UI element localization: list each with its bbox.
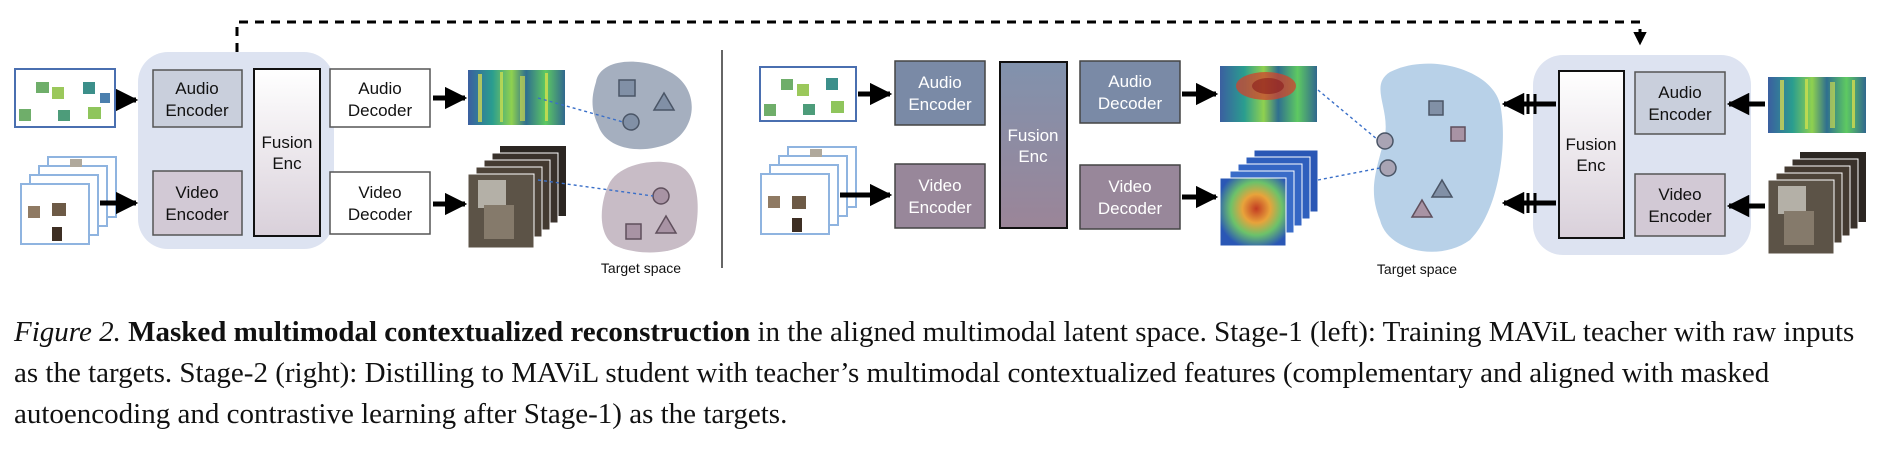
stage2-video-encoder-line1: Video: [918, 176, 961, 195]
teacher-output-arrows: [1501, 92, 1556, 215]
stage2-video-encoder: Video Encoder: [894, 163, 986, 229]
teacher-fusion-encoder: Fusion Enc: [1558, 70, 1625, 239]
stage2-video-encoder-line2: Encoder: [908, 198, 972, 217]
stage2-masked-video-input: [760, 146, 857, 235]
caption-bold: Masked multimodal contextualized reconst…: [128, 316, 751, 348]
stage1-reconstructed-video: [467, 146, 566, 249]
stage1-fusion-line1: Fusion: [261, 133, 312, 152]
stage2-predicted-video-features: [1219, 149, 1319, 247]
stage2-target-space-label: Target space: [1377, 261, 1457, 277]
stage1-audio-decoder-line2: Decoder: [348, 101, 413, 120]
teacher-raw-video: [1767, 152, 1866, 255]
stage2-audio-decoder-line2: Decoder: [1098, 94, 1163, 113]
stage1-audio-encoder-line1: Audio: [175, 79, 218, 98]
stage1-video-decoder-line2: Decoder: [348, 205, 413, 224]
stage1-target-space-video: [601, 161, 698, 253]
alignment-link: [1317, 167, 1381, 181]
stage1-masked-audio-input: [14, 68, 116, 128]
stage2-fusion-encoder: Fusion Enc: [999, 61, 1068, 229]
stage1-masked-video-input: [20, 156, 117, 245]
teacher-raw-spectrogram: [1768, 77, 1866, 133]
stage2-masked-audio-input: [759, 66, 857, 122]
stage2-video-decoder-line1: Video: [1108, 177, 1151, 196]
stage1-video-decoder: Video Decoder: [329, 171, 431, 235]
stage1-fusion-line2: Enc: [272, 154, 302, 173]
caption-label: Figure 2.: [14, 316, 121, 348]
teacher-to-student-dashed-arrow: [235, 20, 1647, 52]
stage2-audio-decoder: Audio Decoder: [1079, 60, 1181, 124]
stage2-audio-decoder-line1: Audio: [1108, 72, 1151, 91]
stage2-video-decoder: Video Decoder: [1079, 164, 1181, 230]
stage2-video-decoder-line2: Decoder: [1098, 199, 1163, 218]
teacher-fusion-line2: Enc: [1576, 156, 1606, 175]
alignment-link: [537, 179, 654, 197]
stage1-audio-decoder-line1: Audio: [358, 79, 401, 98]
stage1-video-encoder: Video Encoder: [152, 170, 243, 236]
stage1-audio-decoder: Audio Decoder: [329, 68, 431, 128]
teacher-audio-encoder: Audio Encoder: [1634, 71, 1726, 135]
stage2-fusion-line1: Fusion: [1007, 126, 1058, 145]
teacher-audio-encoder-line2: Encoder: [1648, 105, 1712, 124]
alignment-link: [1317, 89, 1379, 141]
figure-caption: Figure 2. Masked multimodal contextualiz…: [14, 312, 1864, 435]
caption-text: in the aligned multimodal latent space. …: [14, 316, 1855, 430]
alignment-link: [537, 97, 624, 123]
teacher-video-encoder-line1: Video: [1658, 185, 1701, 204]
stage1-video-decoder-line1: Video: [358, 183, 401, 202]
stage1-audio-encoder-line2: Encoder: [165, 101, 229, 120]
mavil-diagram: Audio Encoder Video Encoder Fusion Enc A…: [14, 20, 1866, 277]
stage1-video-encoder-line1: Video: [175, 183, 218, 202]
teacher-video-encoder-line2: Encoder: [1648, 207, 1712, 226]
stage1-reconstructed-spectrogram: [468, 70, 565, 125]
stage1-target-space-label: Target space: [601, 260, 681, 276]
stage1-fusion-encoder: Fusion Enc: [253, 68, 321, 237]
stage2-audio-encoder-line1: Audio: [918, 73, 961, 92]
stage2-fusion-line2: Enc: [1018, 147, 1048, 166]
stage2-audio-encoder-line2: Encoder: [908, 95, 972, 114]
stage2-audio-encoder: Audio Encoder: [894, 60, 986, 126]
teacher-audio-encoder-line1: Audio: [1658, 83, 1701, 102]
stage1-target-space-audio: [592, 61, 692, 150]
stage1-audio-encoder: Audio Encoder: [152, 69, 243, 128]
teacher-fusion-line1: Fusion: [1565, 135, 1616, 154]
stage2-predicted-audio-features: [1220, 66, 1317, 122]
teacher-video-encoder: Video Encoder: [1634, 173, 1726, 237]
stage1-video-encoder-line2: Encoder: [165, 205, 229, 224]
stage2-target-space: [1373, 63, 1503, 252]
